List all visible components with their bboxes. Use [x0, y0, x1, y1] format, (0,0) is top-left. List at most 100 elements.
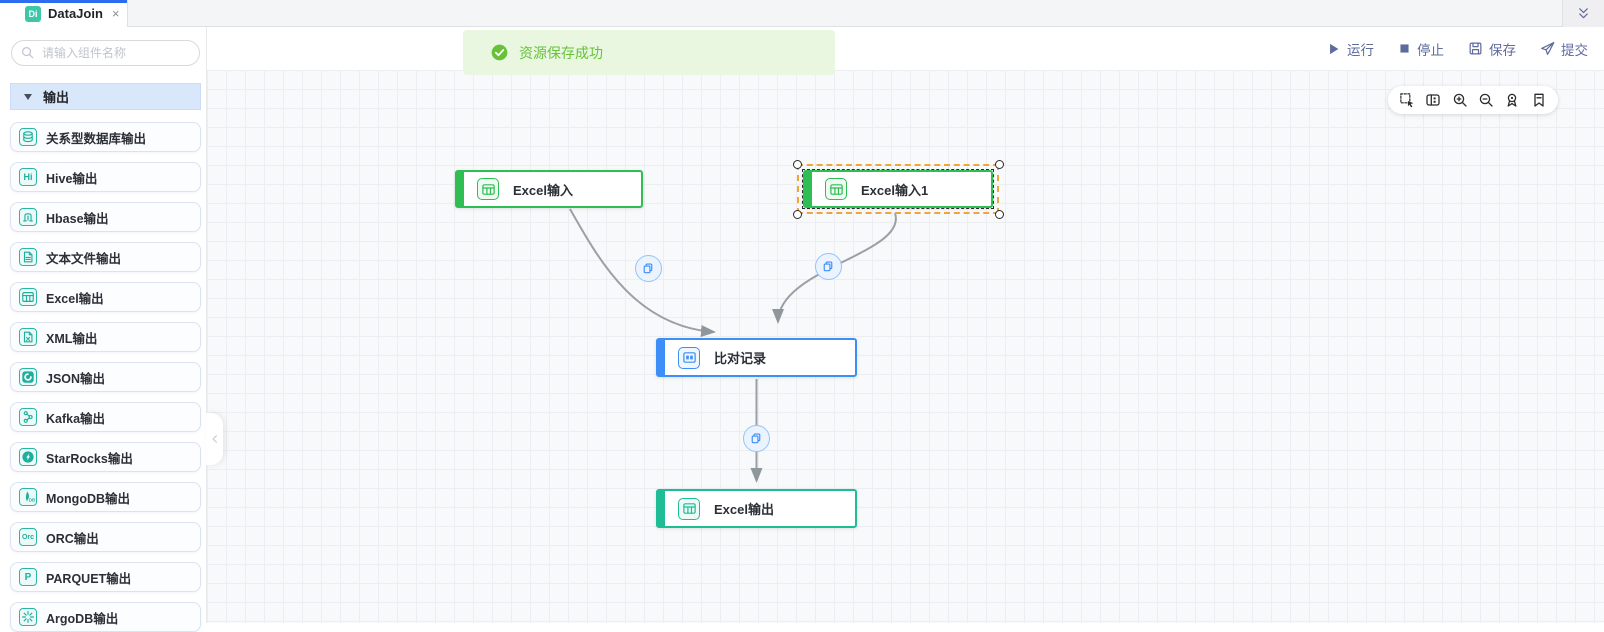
table-icon	[678, 498, 700, 520]
join-icon	[678, 347, 700, 369]
node-label: Excel输入	[513, 180, 573, 199]
save-icon	[1468, 41, 1483, 56]
action-label: 停止	[1417, 39, 1444, 59]
success-icon	[491, 44, 508, 61]
action-stop-button[interactable]: 停止	[1398, 39, 1444, 59]
sidebar-item-ArgoDB输出[interactable]: ArgoDB输出	[10, 602, 201, 632]
selection-handle-nw[interactable]	[793, 160, 802, 169]
bookmark-button[interactable]	[1531, 92, 1547, 108]
action-label: 保存	[1489, 39, 1516, 59]
sidebar-item-关系型数据库输出[interactable]: 关系型数据库输出	[10, 122, 201, 152]
sidebar-item-label: StarRocks输出	[46, 448, 133, 467]
bookmark-icon	[1531, 92, 1547, 108]
action-submit-button[interactable]: 提交	[1540, 39, 1588, 59]
search-input[interactable]	[11, 40, 200, 66]
sidebar-item-label: ORC输出	[46, 528, 99, 547]
sidebar-item-label: JSON输出	[46, 368, 105, 387]
canvas-toolbar	[1388, 86, 1558, 114]
sidebar-item-XML输出[interactable]: XML输出	[10, 322, 201, 352]
action-label: 运行	[1347, 39, 1374, 59]
minimap-button[interactable]	[1425, 92, 1441, 108]
zoom-in-button[interactable]	[1452, 92, 1468, 108]
locate-button[interactable]	[1504, 92, 1520, 108]
kafka-icon	[19, 408, 37, 426]
component-sidebar: 输出 关系型数据库输出 Hi Hive输出 Hbase输出 文本文件输出 Exc…	[0, 27, 207, 623]
edge-copy-button[interactable]	[743, 425, 770, 452]
minimap-icon	[1425, 92, 1441, 108]
action-run-button[interactable]: 运行	[1327, 39, 1374, 59]
copy-icon	[749, 431, 763, 445]
excel-icon	[19, 288, 37, 306]
node-excel-input[interactable]: Excel输入	[455, 170, 643, 208]
component-search	[11, 40, 199, 66]
orc-icon: Orc	[19, 528, 37, 546]
sidebar-item-PARQUET输出[interactable]: P PARQUET输出	[10, 562, 201, 592]
node-label: Excel输入1	[861, 180, 928, 199]
run-toolbar: 运行 停止 保存 提交	[1327, 27, 1588, 70]
stop-icon	[1398, 42, 1411, 55]
datajoin-badge-icon: Di	[25, 6, 41, 22]
node-accent-bar	[658, 491, 665, 526]
sidebar-item-文本文件输出[interactable]: 文本文件输出	[10, 242, 201, 272]
search-icon	[20, 45, 35, 60]
marquee-select-button[interactable]	[1399, 92, 1415, 108]
sidebar-item-Hbase输出[interactable]: Hbase输出	[10, 202, 201, 232]
copy-icon	[641, 261, 655, 275]
parquet-icon: P	[19, 568, 37, 586]
zoom-out-button[interactable]	[1478, 92, 1494, 108]
flow-canvas[interactable]	[207, 70, 1604, 623]
node-compare[interactable]: 比对记录	[656, 338, 857, 377]
database-icon	[19, 128, 37, 146]
zoom-in-icon	[1452, 92, 1468, 108]
save-success-toast: 资源保存成功	[463, 30, 835, 75]
sidebar-item-label: MongoDB输出	[46, 488, 130, 507]
sidebar-item-label: Hbase输出	[46, 208, 109, 227]
selection-handle-se[interactable]	[995, 210, 1004, 219]
sidebar-item-Excel输出[interactable]: Excel输出	[10, 282, 201, 312]
caret-down-icon	[24, 94, 32, 100]
xml-icon	[19, 328, 37, 346]
edge-copy-button[interactable]	[815, 253, 842, 280]
node-accent-bar	[658, 340, 665, 375]
sidebar-item-label: 文本文件输出	[46, 248, 121, 267]
hive-icon: Hi	[19, 168, 37, 186]
sidebar-item-label: 关系型数据库输出	[46, 128, 146, 147]
toast-message: 资源保存成功	[519, 43, 603, 63]
copy-icon	[821, 259, 835, 273]
hbase-icon	[19, 208, 37, 226]
node-excel-output[interactable]: Excel输出	[656, 489, 857, 528]
svg-text:DB: DB	[29, 497, 35, 502]
tab-list-collapse-button[interactable]	[1562, 0, 1604, 27]
marquee-select-icon	[1399, 92, 1415, 108]
node-label: 比对记录	[714, 348, 766, 367]
node-excel-input-1[interactable]: Excel输入1	[803, 170, 993, 208]
sidebar-item-Hive输出[interactable]: Hi Hive输出	[10, 162, 201, 192]
json-icon	[19, 368, 37, 386]
run-icon	[1327, 42, 1341, 56]
sidebar-item-label: Excel输出	[46, 288, 104, 307]
sidebar-item-ORC输出[interactable]: Orc ORC输出	[10, 522, 201, 552]
sidebar-item-StarRocks输出[interactable]: StarRocks输出	[10, 442, 201, 472]
action-label: 提交	[1561, 39, 1588, 59]
table-icon	[477, 178, 499, 200]
sidebar-item-label: Hive输出	[46, 168, 97, 187]
section-header-output[interactable]: 输出	[10, 83, 201, 110]
sidebar-item-Kafka输出[interactable]: Kafka输出	[10, 402, 201, 432]
tab-close-icon[interactable]: ×	[112, 6, 120, 21]
edge-copy-button[interactable]	[635, 255, 662, 282]
submit-icon	[1540, 41, 1555, 56]
selection-handle-ne[interactable]	[995, 160, 1004, 169]
chevron-left-icon	[209, 433, 221, 445]
tab-datajoin[interactable]: Di DataJoin ×	[0, 0, 128, 27]
selection-handle-sw[interactable]	[793, 210, 802, 219]
sidebar-item-JSON输出[interactable]: JSON输出	[10, 362, 201, 392]
zoom-out-icon	[1478, 92, 1494, 108]
node-accent-bar	[457, 172, 464, 206]
sidebar-item-label: PARQUET输出	[46, 568, 131, 587]
sidebar-item-MongoDB输出[interactable]: DB MongoDB输出	[10, 482, 201, 512]
action-save-button[interactable]: 保存	[1468, 39, 1516, 59]
sidebar-item-label: ArgoDB输出	[46, 608, 118, 627]
node-label: Excel输出	[714, 499, 774, 518]
sidebar-collapse-handle[interactable]	[206, 413, 223, 465]
sidebar-item-label: Kafka输出	[46, 408, 105, 427]
